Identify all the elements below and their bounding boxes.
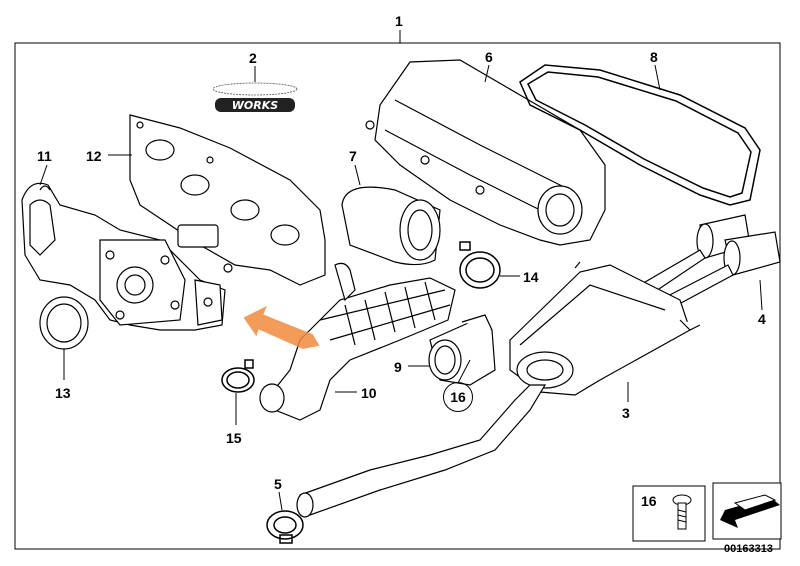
screw-icon [672, 494, 692, 530]
callout-16-inset: 16 [641, 493, 657, 509]
air-filter-housing [365, 59, 606, 246]
leader-line-6 [484, 64, 490, 83]
highlight-arrow [243, 305, 320, 350]
hose-clamp-14 [459, 241, 501, 289]
callout-10: 10 [361, 385, 377, 401]
callout-16: 16 [443, 382, 473, 412]
heat-shield [129, 114, 326, 286]
housing-gasket [519, 64, 761, 206]
callout-13: 13 [55, 385, 71, 401]
leader-line-4 [759, 279, 763, 311]
callout-4: 4 [758, 311, 766, 327]
rear-muffler [509, 261, 701, 396]
air-flow-sensor [428, 314, 496, 386]
callout-8: 8 [650, 49, 658, 65]
callout-6: 6 [485, 49, 493, 65]
callout-11: 11 [37, 148, 52, 164]
reference-number: 00163313 [724, 543, 773, 555]
pipe-clamp-5 [266, 510, 304, 544]
exhaust-manifold [21, 182, 226, 331]
leader-line-11 [39, 164, 48, 186]
works-logo: WORKS [212, 82, 298, 112]
leader-line-5 [278, 491, 283, 511]
callout-7: 7 [349, 148, 357, 164]
callout-2: 2 [249, 50, 257, 66]
gasket-ring [39, 296, 89, 350]
callout-3: 3 [622, 405, 630, 421]
logo-text: WORKS [232, 99, 278, 112]
hose-clamp-15 [221, 359, 255, 393]
callout-14: 14 [523, 269, 539, 285]
callout-15: 15 [226, 430, 242, 446]
callout-9: 9 [394, 359, 402, 375]
diagram-frame [14, 42, 781, 550]
callout-5: 5 [274, 476, 282, 492]
filter-element [341, 186, 441, 266]
leader-line-8 [654, 64, 661, 91]
leader-line-7 [354, 164, 361, 186]
leader-line-16 [457, 359, 471, 384]
intake-hose [259, 262, 456, 421]
callout-1: 1 [395, 13, 403, 29]
callout-12: 12 [86, 148, 102, 164]
center-pipe [296, 384, 547, 518]
inset-box-screw [632, 485, 706, 542]
reference-arrow-icon [720, 494, 780, 528]
